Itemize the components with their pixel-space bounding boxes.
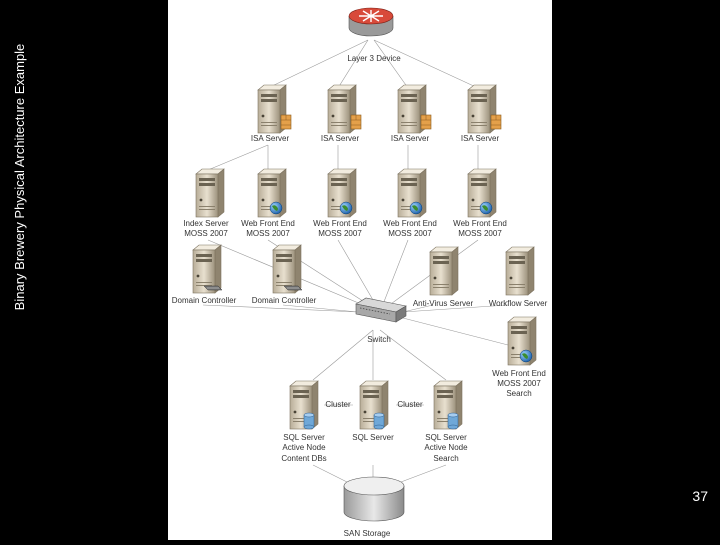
isa-server-label: ISA Server <box>461 134 500 143</box>
web-front-end-label-line1: Web Front End <box>453 219 507 228</box>
network-switch-icon <box>355 297 407 323</box>
globe-icon <box>519 349 533 363</box>
router-label: Layer 3 Device <box>347 54 401 63</box>
globe-icon <box>409 201 423 215</box>
firewall-icon <box>350 114 362 130</box>
server-icon <box>429 246 459 296</box>
web-front-end-label-line2: MOSS 2007 <box>246 229 290 238</box>
index-server-label-line2: MOSS 2007 <box>184 229 228 238</box>
isa-server-node: ISA Server <box>251 84 292 143</box>
firewall-icon <box>280 114 292 130</box>
search-wfe-label-line1: Web Front End <box>492 369 546 378</box>
router-icon <box>348 7 394 37</box>
workflow-server-label: Workflow Server <box>489 299 548 308</box>
web-front-end-label-line1: Web Front End <box>241 219 295 228</box>
globe-icon <box>269 201 283 215</box>
server-icon <box>505 246 535 296</box>
web-front-end-node: Web Front End MOSS 2007 <box>453 168 507 238</box>
switch-label: Switch <box>367 335 391 344</box>
search-wfe-label-line3: Search <box>506 389 531 398</box>
architecture-diagram: Layer 3 Device ISA Server ISA Server ISA… <box>168 0 552 540</box>
sql-server-label-line1: SQL Server <box>283 433 325 442</box>
web-front-end-node: Web Front End MOSS 2007 <box>313 168 367 238</box>
database-icon <box>373 412 385 430</box>
isa-server-label: ISA Server <box>321 134 360 143</box>
architecture-diagram-svg: Layer 3 Device ISA Server ISA Server ISA… <box>172 7 548 538</box>
sql-server-node: SQL Server <box>352 380 394 442</box>
domain-controller-node: Domain Controller <box>252 244 317 305</box>
antivirus-server-node: Anti-Virus Server <box>413 246 474 308</box>
sql-server-label-line2: Active Node <box>424 443 468 452</box>
sql-server-label-line3: Content DBs <box>281 454 326 463</box>
web-front-end-label-line1: Web Front End <box>313 219 367 228</box>
domain-controller-label: Domain Controller <box>172 296 237 305</box>
isa-server-node: ISA Server <box>321 84 362 143</box>
index-server-label-line1: Index Server <box>183 219 229 228</box>
slide-side-title: Binary Brewery Physical Architecture Exa… <box>12 43 27 311</box>
web-front-end-label-line2: MOSS 2007 <box>318 229 362 238</box>
sql-server-node: SQL Server Active Node Content DBs <box>281 380 327 463</box>
router-node: Layer 3 Device <box>347 7 401 63</box>
cluster-label: Cluster <box>397 400 423 409</box>
sql-server-label-line3: Search <box>433 454 458 463</box>
sql-server-node: SQL Server Active Node Search <box>424 380 468 463</box>
isa-server-label: ISA Server <box>251 134 290 143</box>
storage-cylinder-icon <box>343 476 405 522</box>
web-front-end-node: Web Front End MOSS 2007 <box>241 168 295 238</box>
san-storage-label: SAN Storage <box>344 529 391 538</box>
globe-icon <box>479 201 493 215</box>
domain-controller-node: Domain Controller <box>172 244 237 305</box>
slide-number: 37 <box>692 488 708 504</box>
cluster-label: Cluster <box>325 400 351 409</box>
database-icon <box>303 412 315 430</box>
search-wfe-label-line2: MOSS 2007 <box>497 379 541 388</box>
sql-server-label-line1: SQL Server <box>425 433 467 442</box>
antivirus-server-label: Anti-Virus Server <box>413 299 474 308</box>
database-icon <box>447 412 459 430</box>
domain-controller-label: Domain Controller <box>252 296 317 305</box>
sql-server-label-line1: SQL Server <box>352 433 394 442</box>
globe-icon <box>339 201 353 215</box>
web-front-end-label-line2: MOSS 2007 <box>388 229 432 238</box>
firewall-icon <box>420 114 432 130</box>
firewall-icon <box>490 114 502 130</box>
search-web-front-end-node: Web Front End MOSS 2007 Search <box>492 316 546 398</box>
workflow-server-node: Workflow Server <box>489 246 548 308</box>
isa-server-node: ISA Server <box>461 84 502 143</box>
index-server-node: Index Server MOSS 2007 <box>183 168 229 238</box>
switch-node: Switch <box>355 297 407 344</box>
web-front-end-label-line1: Web Front End <box>383 219 437 228</box>
isa-server-node: ISA Server <box>391 84 432 143</box>
server-icon <box>195 168 225 218</box>
web-front-end-node: Web Front End MOSS 2007 <box>383 168 437 238</box>
san-storage-node: SAN Storage <box>343 476 405 538</box>
isa-server-label: ISA Server <box>391 134 430 143</box>
web-front-end-label-line2: MOSS 2007 <box>458 229 502 238</box>
sql-server-label-line2: Active Node <box>282 443 326 452</box>
